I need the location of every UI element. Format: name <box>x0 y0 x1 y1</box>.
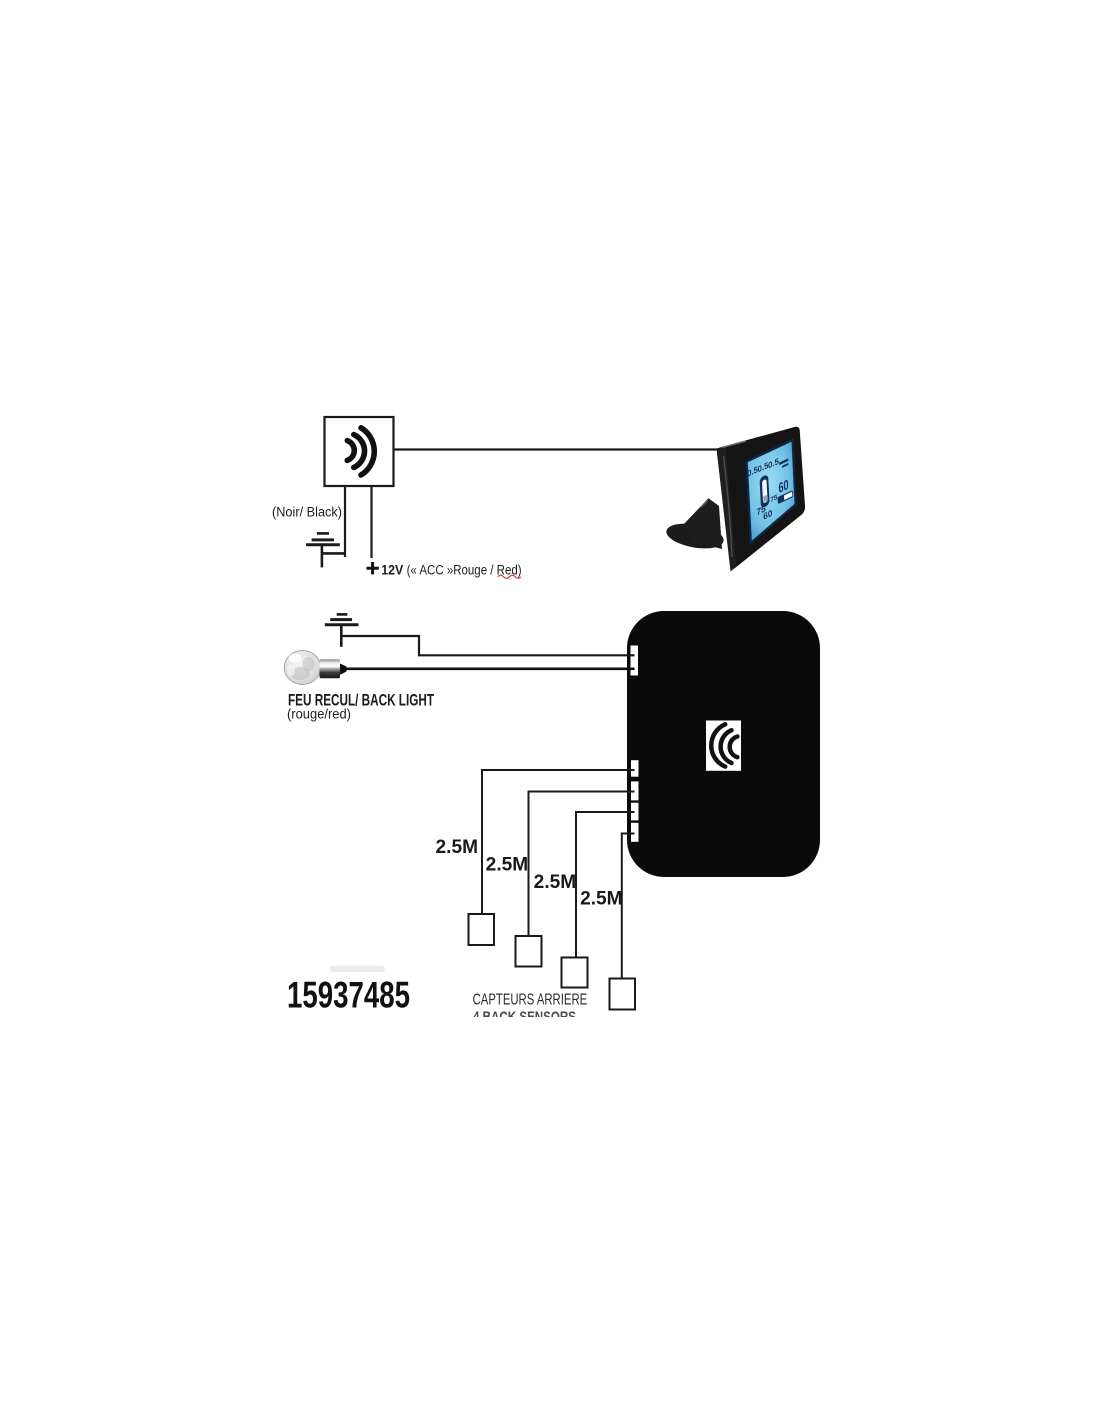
svg-text:75: 75 <box>756 503 766 517</box>
svg-text:0.5: 0.5 <box>747 464 758 479</box>
svg-text:CAPTEURS ARRIERE: CAPTEURS ARRIERE <box>473 992 588 1009</box>
svg-text:2.5M: 2.5M <box>580 889 623 910</box>
svg-text:60: 60 <box>763 508 773 522</box>
svg-text:FEU RECUL/ BACK LIGHT: FEU RECUL/ BACK LIGHT <box>288 692 434 710</box>
svg-text:75: 75 <box>770 494 777 504</box>
svg-text:0.5: 0.5 <box>757 459 768 474</box>
svg-text:2.5M: 2.5M <box>534 872 577 893</box>
svg-text:(Noir/ Black): (Noir/ Black) <box>272 504 342 520</box>
svg-text:12V: 12V <box>381 562 403 577</box>
svg-text:15937485: 15937485 <box>287 974 410 1015</box>
svg-text:(« ACC »Rouge / Red): (« ACC »Rouge / Red) <box>407 562 522 577</box>
svg-text:2.5M: 2.5M <box>486 854 529 875</box>
svg-text:(rouge/red): (rouge/red) <box>287 706 351 722</box>
svg-text:0.5: 0.5 <box>768 456 779 471</box>
svg-text:2.5M: 2.5M <box>436 837 479 858</box>
svg-text:4 BACK SENSORS: 4 BACK SENSORS <box>473 1009 576 1026</box>
svg-text:60: 60 <box>778 476 789 497</box>
